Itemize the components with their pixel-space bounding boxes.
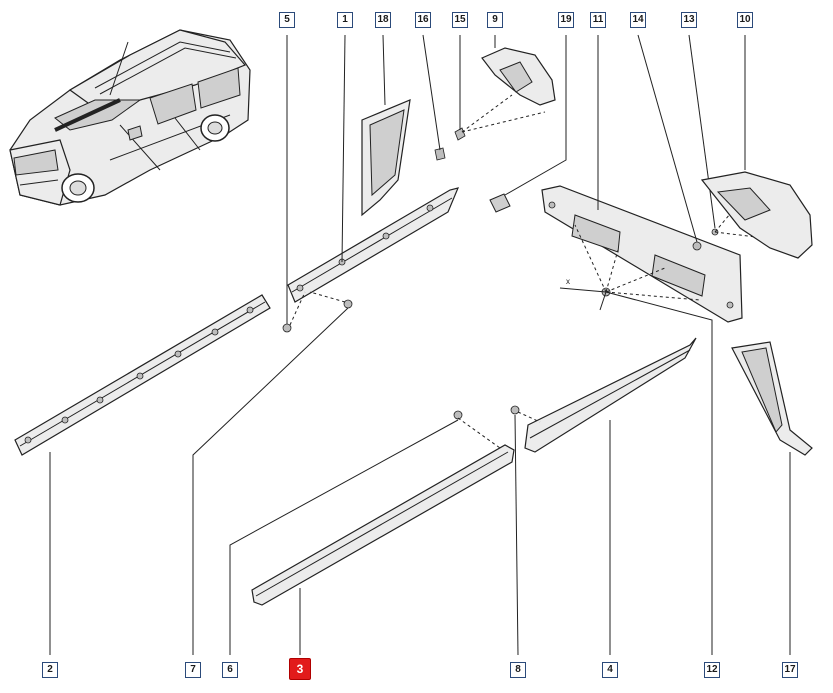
marker-x-label: x [566,277,570,286]
part-14-screw [637,34,702,251]
callout-13: 13 [681,12,697,28]
part-9-mirror-cover [481,35,556,106]
callout-9: 9 [487,12,503,28]
part-2-sill-moulding [14,294,271,655]
callout-11: 11 [590,12,606,28]
callout-18: 18 [375,12,391,28]
callout-4: 4 [602,662,618,678]
screw-6 [229,410,501,655]
part-17-pillar-trim [731,341,813,655]
callout-10: 10 [737,12,753,28]
callout-19: 19 [558,12,574,28]
part-10-mirror-cover [700,35,813,259]
part-19-clip [489,35,567,213]
callout-1: 1 [337,12,353,28]
callout-5: 5 [279,12,295,28]
screw-8 [510,405,541,656]
callout-14: 14 [630,12,646,28]
part-15-screw [454,35,546,141]
callout-2: 2 [42,662,58,678]
screw-7 [192,291,353,655]
part-1-door-moulding [287,34,460,303]
part-3-lower-moulding [251,444,515,655]
car-illustration [9,29,251,206]
callout-6: 6 [222,662,238,678]
part-4-front-door-moulding [524,337,697,655]
callout-15: 15 [452,12,468,28]
part-18-pillar-trim [361,34,411,217]
part-16-clip [422,34,446,161]
part-11-tailgate-trim [541,35,743,323]
callout-17: 17 [782,662,798,678]
callout-8: 8 [510,662,526,678]
part-12-screws: x [559,224,713,655]
callout-16: 16 [415,12,431,28]
callout-7: 7 [185,662,201,678]
screw-5 [282,35,306,333]
callout-3: 3 [289,658,311,680]
callout-12: 12 [704,662,720,678]
